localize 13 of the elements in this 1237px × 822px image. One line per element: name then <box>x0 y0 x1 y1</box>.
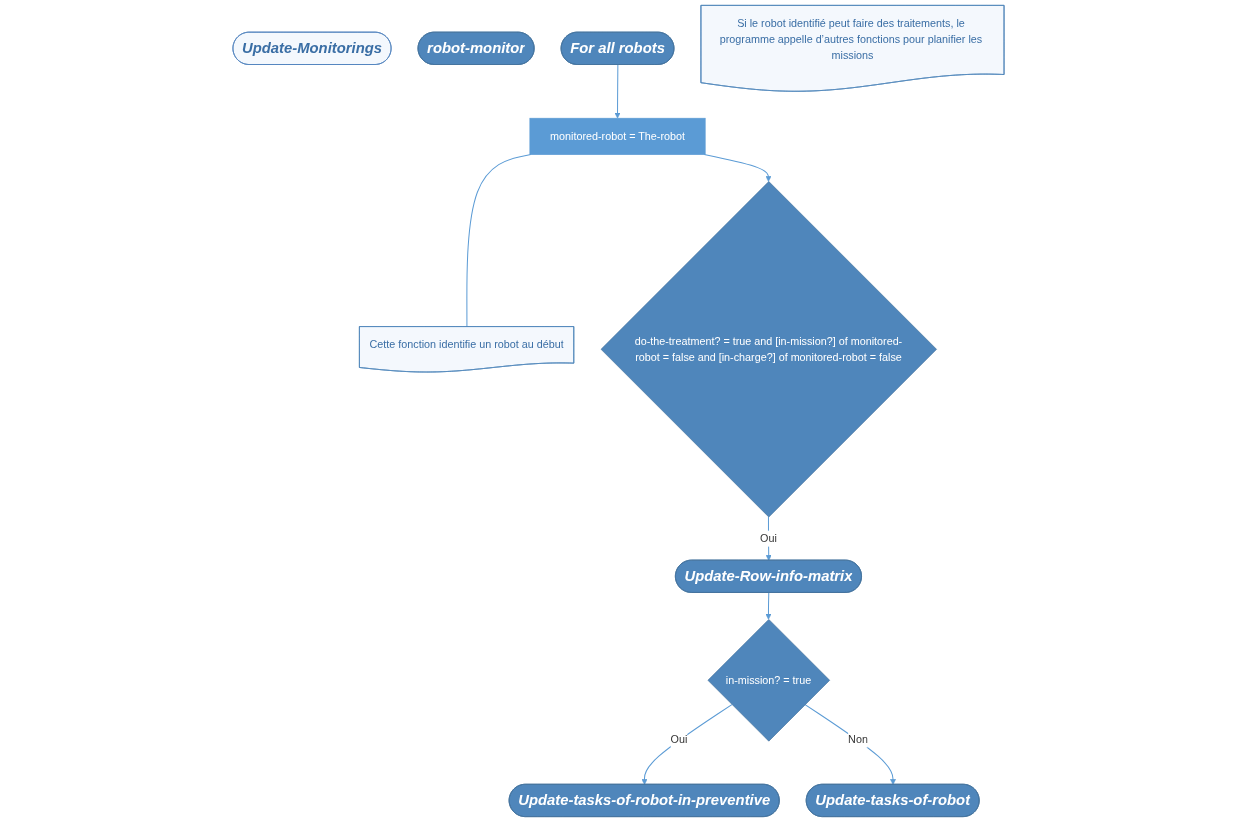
arrow <box>765 592 772 620</box>
edge-label: Non <box>848 733 868 746</box>
connector <box>466 154 532 328</box>
arrow <box>804 704 896 785</box>
arrow <box>641 704 733 785</box>
node-box: monitored-robot = The-robot <box>529 117 706 155</box>
arrow <box>614 64 621 119</box>
edge-label: Oui <box>760 532 777 544</box>
node-diamond: in-mission? = true <box>707 619 830 742</box>
node-diamond: do-the-treatment? = true and [in-mission?] of monitored-robot = false and [in-charge?] of monitored-robot = false <box>600 181 937 518</box>
edge-label: Oui <box>670 733 688 746</box>
arrow <box>703 154 772 182</box>
arrow <box>765 516 772 561</box>
